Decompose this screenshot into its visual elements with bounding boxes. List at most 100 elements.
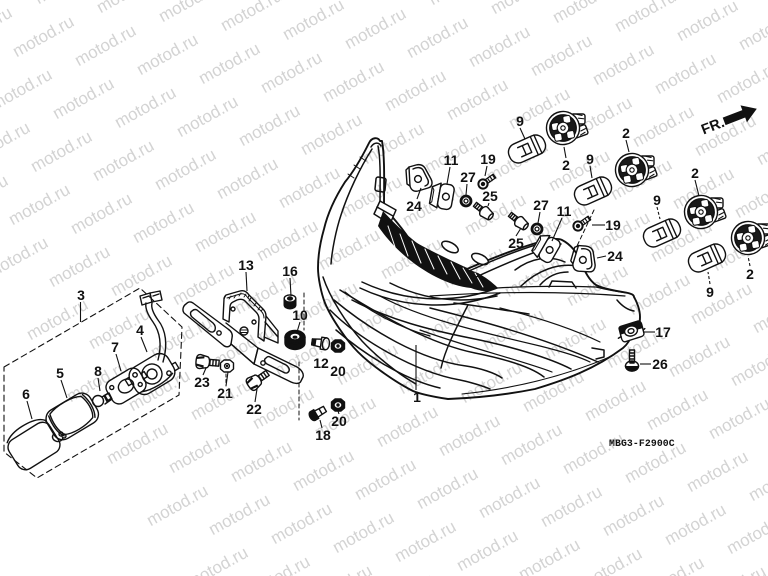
svg-text:9: 9: [586, 151, 594, 167]
svg-text:motod.ru: motod.ru: [279, 0, 347, 44]
svg-text:motod.ru: motod.ru: [639, 553, 707, 576]
svg-text:motod.ru: motod.ru: [169, 260, 237, 309]
svg-text:motod.ru: motod.ru: [341, 4, 409, 53]
svg-text:motod.ru: motod.ru: [549, 0, 617, 27]
svg-text:17: 17: [655, 324, 671, 340]
svg-text:motod.ru: motod.ru: [391, 517, 459, 566]
svg-text:11: 11: [444, 152, 459, 168]
svg-text:motod.ru: motod.ru: [173, 92, 241, 141]
svg-text:5: 5: [56, 365, 64, 381]
svg-text:motod.ru: motod.ru: [465, 22, 533, 71]
svg-text:10: 10: [292, 307, 308, 323]
svg-text:9: 9: [653, 192, 661, 208]
svg-text:motod.ru: motod.ru: [71, 21, 139, 70]
svg-text:motod.ru: motod.ru: [27, 127, 95, 176]
svg-text:motod.ru: motod.ru: [497, 420, 565, 469]
svg-text:24: 24: [406, 198, 422, 214]
svg-text:motod.ru: motod.ru: [297, 110, 365, 159]
svg-text:motod.ru: motod.ru: [629, 102, 697, 151]
svg-text:13: 13: [238, 257, 254, 273]
svg-text:2: 2: [746, 266, 754, 282]
svg-text:9: 9: [706, 284, 714, 300]
svg-text:motod.ru: motod.ru: [107, 251, 175, 300]
svg-text:motod.ru: motod.ru: [683, 447, 751, 496]
svg-text:8: 8: [94, 363, 102, 379]
svg-text:motod.ru: motod.ru: [49, 74, 117, 123]
svg-text:24: 24: [607, 248, 623, 264]
svg-text:motod.ru: motod.ru: [227, 437, 295, 486]
svg-text:motod.ru: motod.ru: [475, 473, 543, 522]
svg-text:2: 2: [691, 165, 699, 181]
svg-text:motod.ru: motod.ru: [93, 0, 161, 17]
svg-text:motod.ru: motod.ru: [673, 0, 741, 45]
svg-text:motod.ru: motod.ru: [435, 411, 503, 460]
svg-text:motod.ru: motod.ru: [103, 419, 171, 468]
svg-text:motod.ru: motod.ru: [723, 509, 768, 558]
svg-text:motod.ru: motod.ru: [191, 207, 259, 256]
svg-text:motod.ru: motod.ru: [111, 83, 179, 132]
svg-text:motod.ru: motod.ru: [307, 561, 375, 576]
svg-text:motod.ru: motod.ru: [213, 154, 281, 203]
svg-text:21: 21: [217, 385, 233, 401]
svg-text:motod.ru: motod.ru: [205, 490, 273, 539]
svg-text:2: 2: [562, 157, 570, 173]
svg-text:3: 3: [77, 287, 85, 303]
svg-text:motod.ru: motod.ru: [289, 446, 357, 495]
svg-text:23: 23: [194, 374, 210, 390]
svg-text:motod.ru: motod.ru: [165, 428, 233, 477]
svg-text:16: 16: [282, 263, 298, 279]
svg-text:motod.ru: motod.ru: [195, 39, 263, 88]
svg-text:motod.ru: motod.ru: [487, 0, 555, 18]
svg-text:7: 7: [111, 339, 119, 355]
svg-text:motod.ru: motod.ru: [267, 499, 335, 548]
svg-text:motod.ru: motod.ru: [599, 491, 667, 540]
svg-text:motod.ru: motod.ru: [403, 13, 471, 62]
svg-text:2: 2: [622, 125, 630, 141]
svg-text:motod.ru: motod.ru: [351, 455, 419, 504]
svg-text:motod.ru: motod.ru: [235, 101, 303, 150]
svg-text:motod.ru: motod.ru: [581, 376, 649, 425]
svg-text:motod.ru: motod.ru: [381, 66, 449, 115]
svg-text:9: 9: [516, 113, 524, 129]
svg-text:motod.ru: motod.ru: [661, 500, 729, 549]
svg-text:motod.ru: motod.ru: [143, 481, 211, 530]
svg-text:22: 22: [246, 401, 262, 417]
svg-text:motod.ru: motod.ru: [453, 526, 521, 575]
svg-text:motod.ru: motod.ru: [373, 402, 441, 451]
svg-text:motod.ru: motod.ru: [457, 358, 525, 407]
svg-text:11: 11: [557, 203, 572, 219]
svg-text:25: 25: [482, 188, 498, 204]
svg-text:motod.ru: motod.ru: [515, 535, 583, 576]
svg-text:motod.ru: motod.ru: [253, 216, 321, 265]
svg-text:motod.ru: motod.ru: [257, 48, 325, 97]
svg-text:MBG3-F2900C: MBG3-F2900C: [609, 438, 675, 449]
svg-text:motod.ru: motod.ru: [687, 279, 755, 328]
svg-text:motod.ru: motod.ru: [443, 75, 511, 124]
svg-text:motod.ru: motod.ru: [705, 394, 768, 443]
svg-text:motod.ru: motod.ru: [329, 508, 397, 557]
svg-text:motod.ru: motod.ru: [319, 57, 387, 106]
svg-text:motod.ru: motod.ru: [0, 233, 51, 282]
svg-text:motod.ru: motod.ru: [537, 482, 605, 531]
svg-text:motod.ru: motod.ru: [701, 562, 768, 576]
svg-text:motod.ru: motod.ru: [369, 570, 437, 576]
svg-text:motod.ru: motod.ru: [727, 341, 768, 390]
svg-text:motod.ru: motod.ru: [5, 180, 73, 229]
svg-text:motod.ru: motod.ru: [133, 30, 201, 79]
svg-text:motod.ru: motod.ru: [129, 198, 197, 247]
svg-text:25: 25: [508, 235, 524, 251]
svg-text:motod.ru: motod.ru: [315, 225, 383, 274]
svg-text:motod.ru: motod.ru: [651, 49, 719, 98]
svg-text:motod.ru: motod.ru: [155, 0, 223, 26]
svg-text:motod.ru: motod.ru: [559, 429, 627, 478]
svg-text:motod.ru: motod.ru: [9, 12, 77, 61]
svg-text:motod.ru: motod.ru: [713, 58, 768, 107]
svg-text:20: 20: [330, 363, 346, 379]
svg-text:motod.ru: motod.ru: [527, 31, 595, 80]
svg-text:motod.ru: motod.ru: [89, 136, 157, 185]
svg-text:motod.ru: motod.ru: [425, 0, 493, 9]
svg-text:motod.ru: motod.ru: [183, 543, 251, 576]
svg-text:27: 27: [460, 169, 476, 185]
svg-text:27: 27: [533, 197, 549, 213]
svg-text:4: 4: [136, 322, 144, 338]
